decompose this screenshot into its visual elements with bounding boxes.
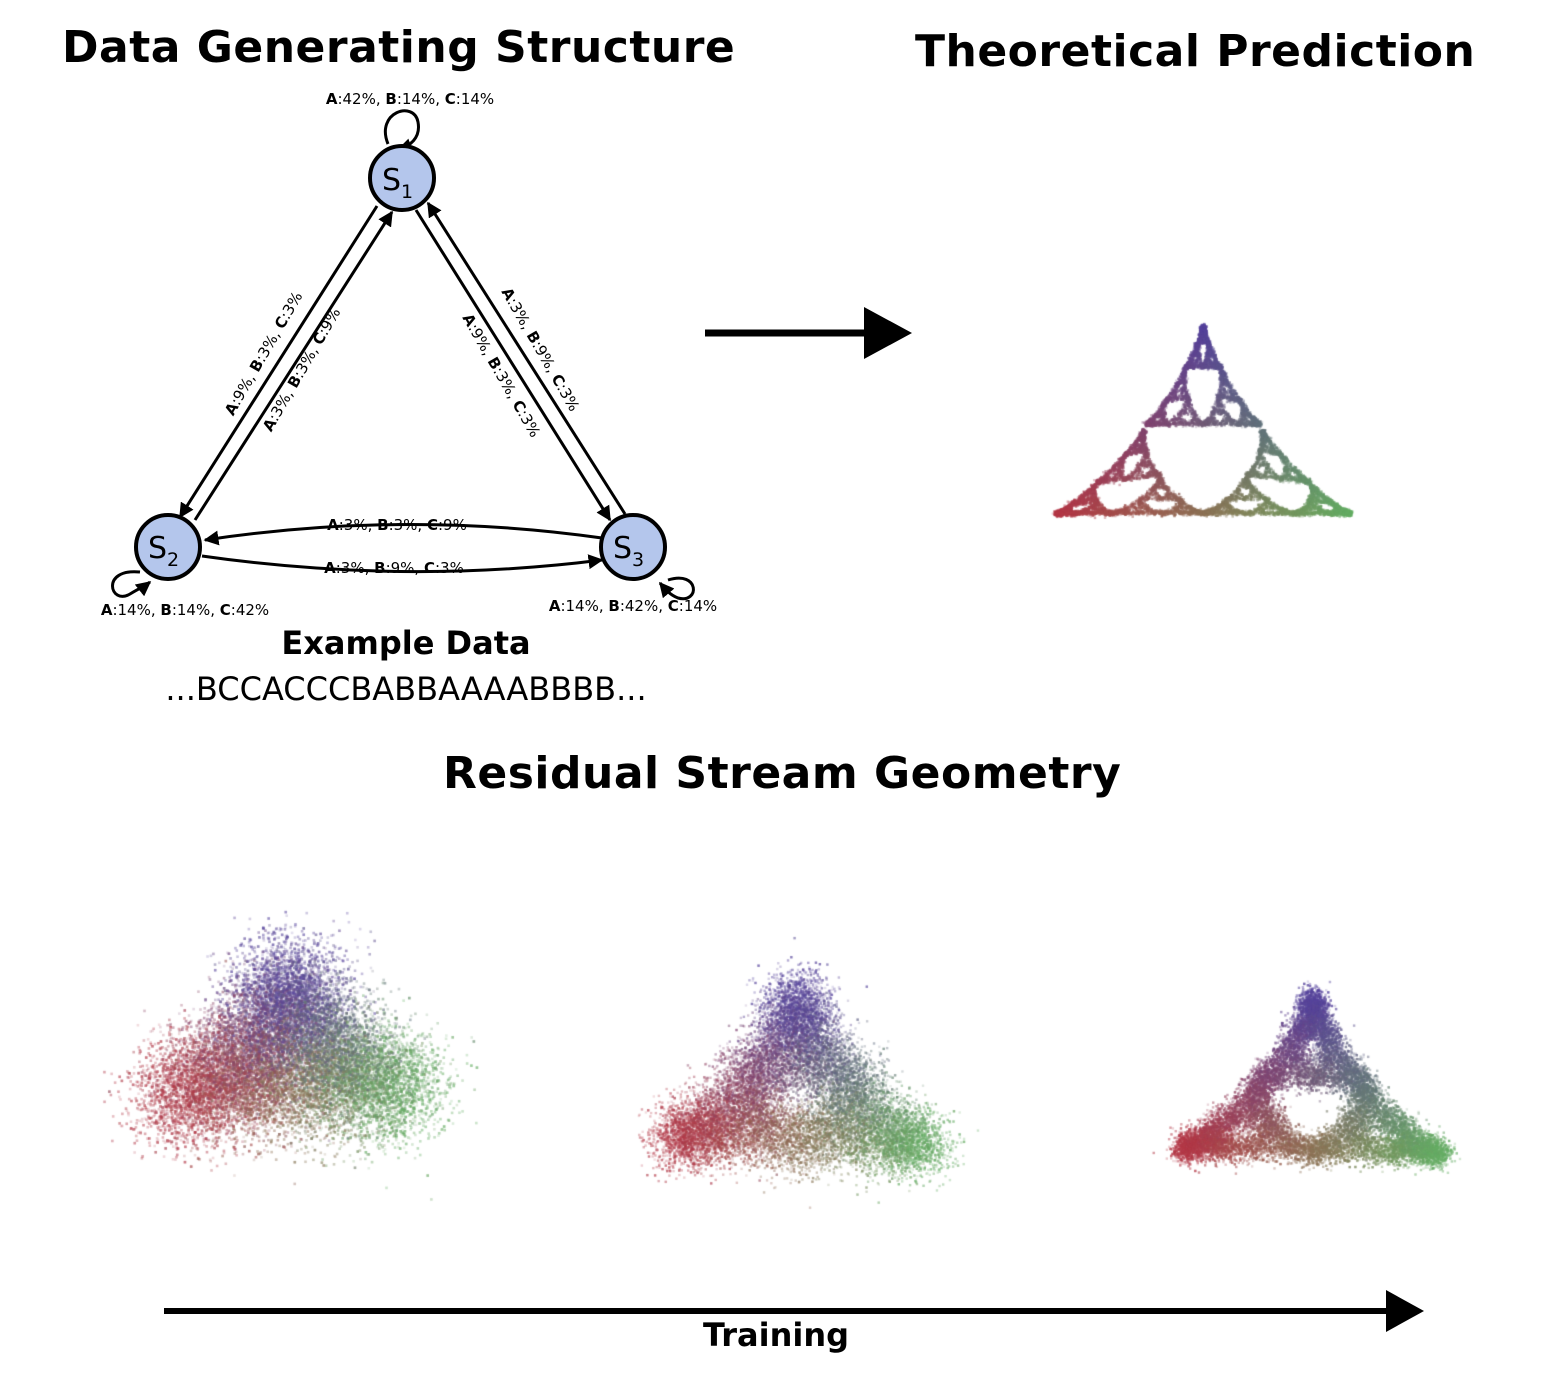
self-loop-s2 <box>111 570 152 598</box>
label-s2-to-s3: A:3%, B:9%, C:3% <box>324 559 464 577</box>
training-arrow <box>164 1290 1424 1332</box>
state-node-s1: S1 <box>368 144 436 212</box>
state-s1-subscript: 1 <box>401 181 413 203</box>
self-loop-s1 <box>384 109 420 153</box>
state-s3-subscript: 3 <box>632 549 644 571</box>
edge-s3-to-s1 <box>426 201 627 515</box>
edge-s2-to-s3 <box>201 554 604 574</box>
edge-s3-to-s2 <box>203 523 603 546</box>
example-data-title: Example Data <box>281 624 531 662</box>
label-s2-self: A:14%, B:14%, C:42% <box>101 601 269 619</box>
theoretical-prediction-fractal <box>940 118 1460 638</box>
svg-text:S1: S1 <box>382 163 413 203</box>
title-theoretical-prediction: Theoretical Prediction <box>915 26 1476 77</box>
residual-stream-early-training <box>60 820 530 1250</box>
state-node-s2: S2 <box>134 513 202 581</box>
state-s2-letter: S <box>148 531 167 566</box>
state-node-s3: S3 <box>599 513 667 581</box>
state-s2-subscript: 2 <box>167 549 179 571</box>
edge-s1-to-s3 <box>414 209 612 522</box>
edge-s1-to-s2 <box>178 205 379 519</box>
prediction-arrow <box>705 307 912 359</box>
training-label: Training <box>702 1316 850 1354</box>
label-s3-to-s2: A:3%, B:3%, C:9% <box>327 516 467 534</box>
state-s1-letter: S <box>382 163 401 198</box>
example-data-sequence: ...BCCACCCBABBAAAABBBB... <box>165 670 647 708</box>
residual-stream-late-training <box>1076 820 1536 1260</box>
svg-text:S2: S2 <box>148 531 179 571</box>
title-residual-stream-geometry: Residual Stream Geometry <box>443 748 1122 799</box>
title-data-generating-structure: Data Generating Structure <box>62 22 736 73</box>
label-s1-self: A:42%, B:14%, C:14% <box>326 90 494 108</box>
label-s3-self: A:14%, B:42%, C:14% <box>549 597 717 615</box>
edge-s2-to-s1 <box>193 210 394 521</box>
self-loop-s3 <box>658 576 695 601</box>
state-s3-letter: S <box>613 531 632 566</box>
residual-stream-mid-training <box>568 820 1028 1250</box>
svg-text:S3: S3 <box>613 531 644 571</box>
